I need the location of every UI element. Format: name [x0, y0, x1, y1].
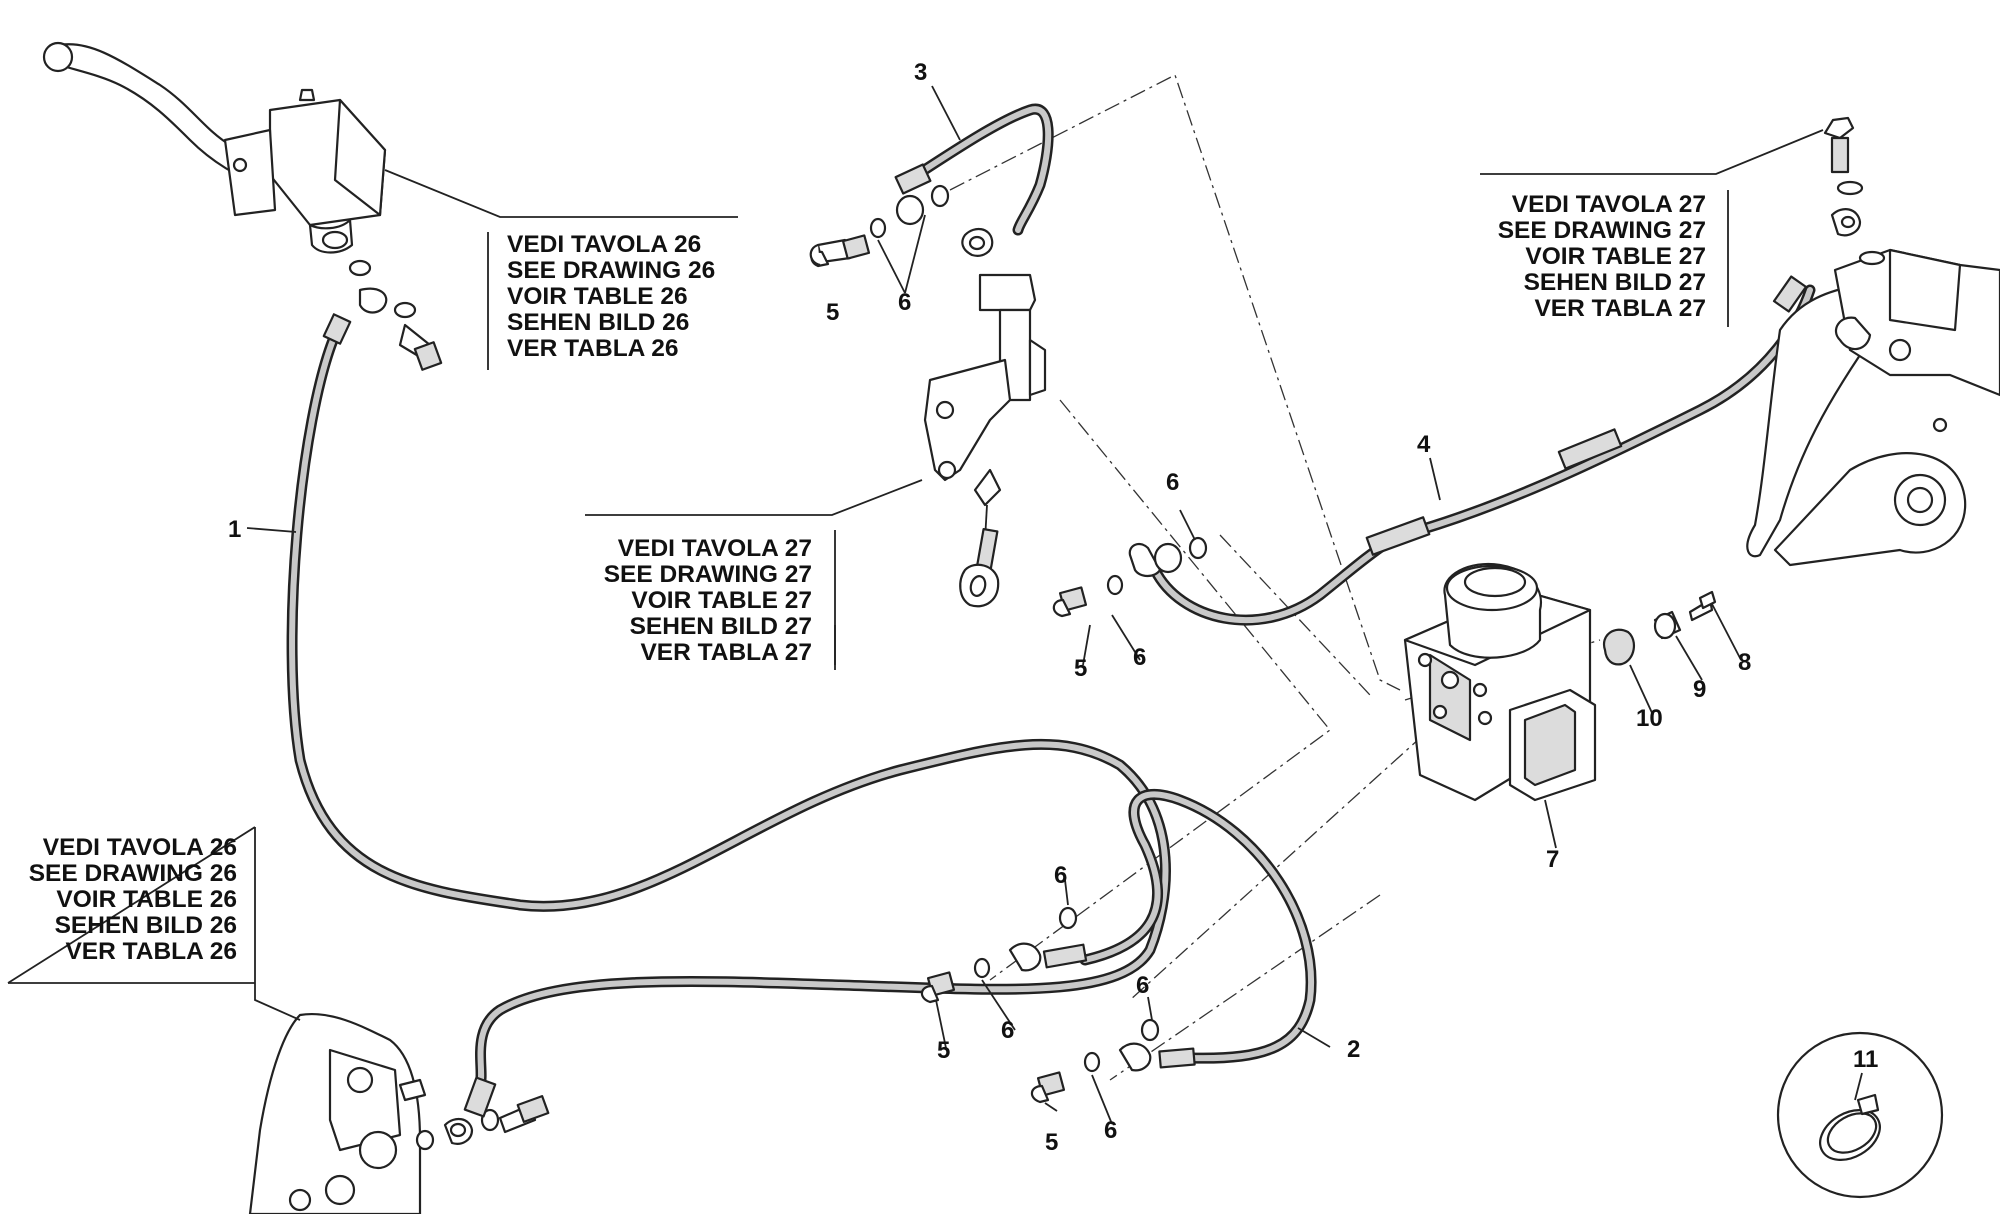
- abs-control-unit: [1403, 562, 1717, 802]
- leader-lines: [7, 85, 1863, 1125]
- hose-1: [286, 329, 1171, 1091]
- callout-9: 9: [1693, 676, 1706, 703]
- callout-5b: 5: [1074, 655, 1087, 682]
- ref-line: VER TABLA 27: [640, 639, 812, 666]
- ref-line: VOIR TABLE 27: [631, 587, 812, 614]
- front-brake-caliper: [248, 1012, 550, 1214]
- rear-master-cylinder: [923, 227, 1047, 608]
- callout-11: 11: [1853, 1046, 1878, 1073]
- callout-6a: 6: [898, 289, 911, 316]
- ref-line: SEHEN BILD 27: [1524, 269, 1706, 296]
- callout-7: 7: [1546, 846, 1559, 873]
- clamp-detail: [1776, 1031, 1944, 1199]
- ref-line: VEDI TAVOLA 26: [507, 231, 701, 258]
- callout-numbers: 1 2 3 4 5 5 5 5 6 6 6 6 6 6 6 6 7 8 9 10…: [228, 59, 1878, 1156]
- hose-4-fittings: [1052, 536, 1208, 618]
- callout-6b: 6: [1166, 469, 1179, 496]
- ref-line: VOIR TABLE 26: [56, 886, 237, 913]
- callout-6d: 6: [1054, 862, 1067, 889]
- ref-line: VEDI TAVOLA 27: [618, 535, 812, 562]
- ref-block-center: VEDI TAVOLA 27 SEE DRAWING 27 VOIR TABLE…: [604, 535, 812, 666]
- ref-line: SEE DRAWING 27: [1498, 217, 1706, 244]
- front-brake-lever-assembly: [42, 41, 443, 371]
- ref-line: SEHEN BILD 26: [55, 912, 237, 939]
- callout-10: 10: [1636, 705, 1663, 732]
- lower-hose-fittings: [920, 906, 1196, 1104]
- ref-block-top-left: VEDI TAVOLA 26 SEE DRAWING 26 VOIR TABLE…: [507, 231, 715, 362]
- callout-2: 2: [1347, 1036, 1360, 1063]
- callout-5d: 5: [1045, 1129, 1058, 1156]
- callout-6g: 6: [1104, 1117, 1117, 1144]
- callout-5a: 5: [826, 299, 839, 326]
- ref-line: VER TABLA 27: [1534, 295, 1706, 322]
- callout-6f: 6: [1136, 972, 1149, 999]
- ref-line: SEE DRAWING 27: [604, 561, 812, 588]
- ref-line: SEHEN BILD 27: [630, 613, 812, 640]
- ref-line: VOIR TABLE 27: [1525, 243, 1706, 270]
- hose-3: [906, 103, 1054, 236]
- ref-line: VER TABLA 26: [507, 335, 679, 362]
- ref-line: VOIR TABLE 26: [507, 283, 688, 310]
- ref-line: SEE DRAWING 26: [29, 860, 237, 887]
- ref-block-top-right: VEDI TAVOLA 27 SEE DRAWING 27 VOIR TABLE…: [1498, 191, 1706, 322]
- brake-hoses: [286, 103, 1816, 1091]
- ref-block-bottom-left: VEDI TAVOLA 26 SEE DRAWING 26 VOIR TABLE…: [29, 834, 237, 965]
- callout-3: 3: [914, 59, 927, 86]
- callout-4: 4: [1417, 431, 1431, 458]
- callout-6e: 6: [1001, 1017, 1014, 1044]
- hose-4: [1149, 275, 1816, 626]
- banjo-bolts: [809, 243, 821, 267]
- ref-line: VEDI TAVOLA 27: [1512, 191, 1706, 218]
- ref-line: SEE DRAWING 26: [507, 257, 715, 284]
- callout-8: 8: [1738, 649, 1751, 676]
- rear-brake-caliper: [1746, 116, 2000, 567]
- ref-line: SEHEN BILD 26: [507, 309, 689, 336]
- ref-line: VEDI TAVOLA 26: [43, 834, 237, 861]
- callout-1: 1: [228, 516, 241, 543]
- callout-5c: 5: [937, 1037, 950, 1064]
- ref-line: VER TABLA 26: [65, 938, 237, 965]
- hose-3-fittings: [810, 163, 950, 268]
- hose-2: [1079, 788, 1317, 1064]
- callout-6c: 6: [1133, 644, 1146, 671]
